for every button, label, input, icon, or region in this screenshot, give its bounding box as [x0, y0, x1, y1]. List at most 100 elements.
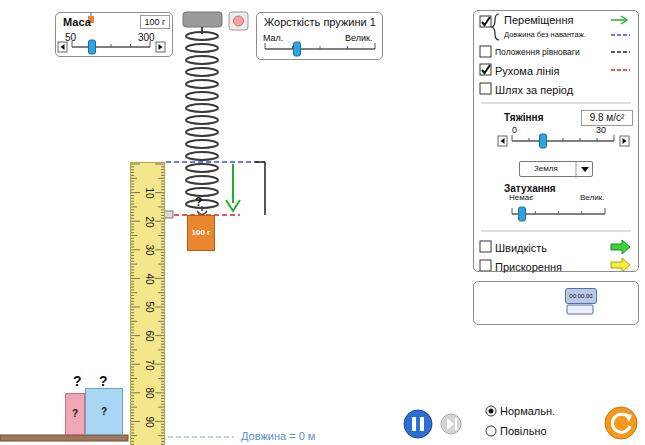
ruler-tick — [155, 335, 164, 336]
ruler-tick — [131, 404, 134, 405]
legend-arrow — [611, 19, 625, 21]
ruler-tick — [158, 407, 164, 408]
ruler-tick — [161, 304, 164, 305]
ruler-number: 40 — [143, 273, 155, 284]
ruler-tick — [155, 221, 164, 222]
slider-tick — [581, 211, 582, 214]
hanging-mass: 100 г — [187, 215, 215, 251]
dropdown-arrow — [581, 167, 589, 172]
ruler-tick — [131, 424, 134, 425]
ruler-number: 30 — [143, 245, 155, 256]
control-label: ? — [72, 408, 78, 420]
ruler-tick — [161, 215, 164, 216]
ruler-tick — [161, 398, 164, 399]
ruler-tick — [161, 261, 164, 262]
ruler-tick — [161, 375, 164, 376]
ruler-tick — [161, 432, 164, 433]
ruler-tick — [161, 238, 164, 239]
ruler-tick — [161, 229, 164, 230]
ruler-tick — [161, 347, 164, 348]
ruler-tick — [161, 175, 164, 176]
slider-tick — [265, 43, 266, 49]
legend-dash — [611, 34, 630, 36]
shelf — [0, 435, 128, 441]
control-label: 0 — [512, 125, 517, 135]
ruler-tick — [131, 252, 134, 253]
ruler-tick — [131, 369, 134, 370]
ruler-tick — [161, 169, 164, 170]
reset-button — [605, 407, 637, 439]
mystery-mass: ? — [65, 393, 85, 435]
ruler-tick — [161, 184, 164, 185]
velocity-arrow — [611, 240, 630, 254]
pause-button — [404, 410, 432, 438]
ruler-tick — [161, 209, 164, 210]
ruler-tick — [161, 286, 164, 287]
ruler-tick — [155, 249, 164, 250]
ruler-tick — [161, 272, 164, 273]
checkbox — [480, 16, 491, 27]
ruler-tick — [131, 215, 134, 216]
legend-dash — [611, 69, 630, 71]
ruler-tick — [161, 355, 164, 356]
ruler-tick — [155, 307, 164, 308]
step-bar — [455, 418, 457, 430]
ruler-tick — [155, 164, 164, 165]
ruler-tick — [131, 244, 134, 245]
ruler-tick — [161, 312, 164, 313]
ruler-tick — [131, 309, 134, 310]
ruler-tick — [131, 384, 134, 385]
ruler-tick — [131, 432, 134, 433]
ruler-tick — [155, 278, 164, 279]
unstretched-length-line — [166, 161, 265, 163]
ruler-tick — [161, 212, 164, 213]
spring-coil — [186, 104, 218, 112]
ruler-tick — [161, 275, 164, 276]
control-label: 30 — [596, 125, 606, 135]
ruler-tick — [131, 198, 134, 199]
step-triangle — [447, 418, 454, 430]
ruler-tick — [158, 435, 164, 436]
ruler-tick — [161, 369, 164, 370]
radio-button — [486, 406, 496, 416]
mass-panel: Маса50300100 г — [55, 12, 173, 57]
ruler-tick — [158, 349, 164, 350]
slider-thumb — [540, 134, 547, 148]
ruler-tick — [161, 224, 164, 225]
ruler-tick — [161, 232, 164, 233]
ruler-tick — [131, 278, 140, 279]
displacement-arrow — [232, 164, 234, 203]
spring-coil — [186, 32, 218, 40]
ruler-tick — [158, 378, 164, 379]
ruler-tick — [161, 361, 164, 362]
ruler-tick — [158, 321, 164, 322]
ruler-tick — [131, 272, 134, 273]
ruler-tick — [131, 269, 134, 270]
ruler-tick — [161, 204, 164, 205]
legend-arrowhead — [621, 16, 627, 24]
ruler-tick — [131, 181, 134, 182]
legend-dash — [611, 51, 630, 53]
slider-arrow-button — [156, 42, 165, 52]
record-button — [229, 12, 248, 30]
step-button — [441, 414, 461, 434]
ruler-tick — [131, 372, 134, 373]
ruler-tick — [161, 395, 164, 396]
control-label: Переміщення — [504, 14, 573, 27]
control-label: Тяжіння — [504, 112, 543, 124]
pause-bar — [420, 417, 424, 431]
speed-option: Нормальн. — [500, 405, 555, 418]
ruler-number: 50 — [143, 302, 155, 313]
ruler-tick — [161, 404, 164, 405]
ruler-tick — [161, 295, 164, 296]
mass-icon-hook — [91, 13, 92, 16]
ruler-tick — [131, 218, 134, 219]
ruler-tick — [161, 166, 164, 167]
ruler-tick — [161, 244, 164, 245]
ruler-tick — [161, 218, 164, 219]
ruler-tick — [161, 309, 164, 310]
slider-arrow — [501, 138, 505, 144]
ruler-tick — [161, 429, 164, 430]
ruler-tick — [131, 324, 134, 325]
control-label: ? — [101, 406, 107, 418]
